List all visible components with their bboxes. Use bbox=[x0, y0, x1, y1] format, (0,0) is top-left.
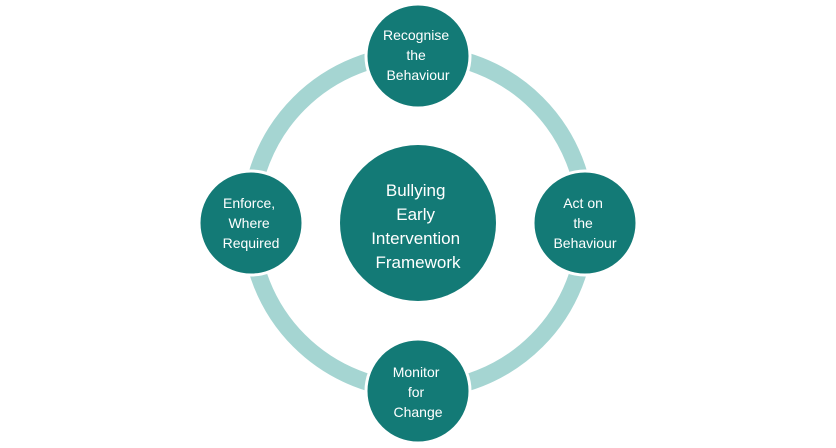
node-enforce-circle bbox=[197, 169, 305, 277]
node-recognise-line-3: Behaviour bbox=[386, 67, 449, 83]
node-act: Act on the Behaviour bbox=[531, 169, 639, 277]
node-monitor-line-1: Monitor bbox=[393, 364, 440, 380]
node-recognise-circle bbox=[364, 2, 472, 110]
center-node-circle bbox=[340, 145, 496, 301]
node-enforce-line-1: Enforce, bbox=[223, 195, 275, 211]
node-recognise-line-1: Recognise bbox=[383, 27, 449, 43]
node-enforce-line-3: Required bbox=[223, 235, 280, 251]
node-enforce: Enforce, Where Required bbox=[197, 169, 305, 277]
node-act-line-2: the bbox=[573, 215, 593, 231]
node-monitor: Monitor for Change bbox=[364, 337, 472, 445]
node-recognise-label: Recognise the Behaviour bbox=[383, 27, 453, 83]
node-act-line-3: Behaviour bbox=[553, 235, 616, 251]
node-act-label: Act on the Behaviour bbox=[553, 195, 616, 251]
node-monitor-line-3: Change bbox=[393, 404, 442, 420]
center-line-3: Intervention bbox=[371, 229, 460, 248]
node-recognise: Recognise the Behaviour bbox=[364, 2, 472, 110]
node-enforce-line-2: Where bbox=[228, 215, 269, 231]
node-act-line-1: Act on bbox=[563, 195, 603, 211]
center-line-2: Early bbox=[396, 205, 435, 224]
node-act-circle bbox=[531, 169, 639, 277]
center-line-1: Bullying bbox=[386, 181, 446, 200]
center-node-label: Bullying Early Intervention Framework bbox=[371, 181, 465, 272]
center-line-4: Framework bbox=[375, 253, 461, 272]
node-recognise-line-2: the bbox=[406, 47, 426, 63]
node-monitor-label: Monitor for Change bbox=[393, 364, 444, 420]
node-monitor-line-2: for bbox=[408, 384, 425, 400]
node-enforce-label: Enforce, Where Required bbox=[223, 195, 280, 251]
center-node: Bullying Early Intervention Framework bbox=[340, 145, 496, 301]
node-monitor-circle bbox=[364, 337, 472, 445]
